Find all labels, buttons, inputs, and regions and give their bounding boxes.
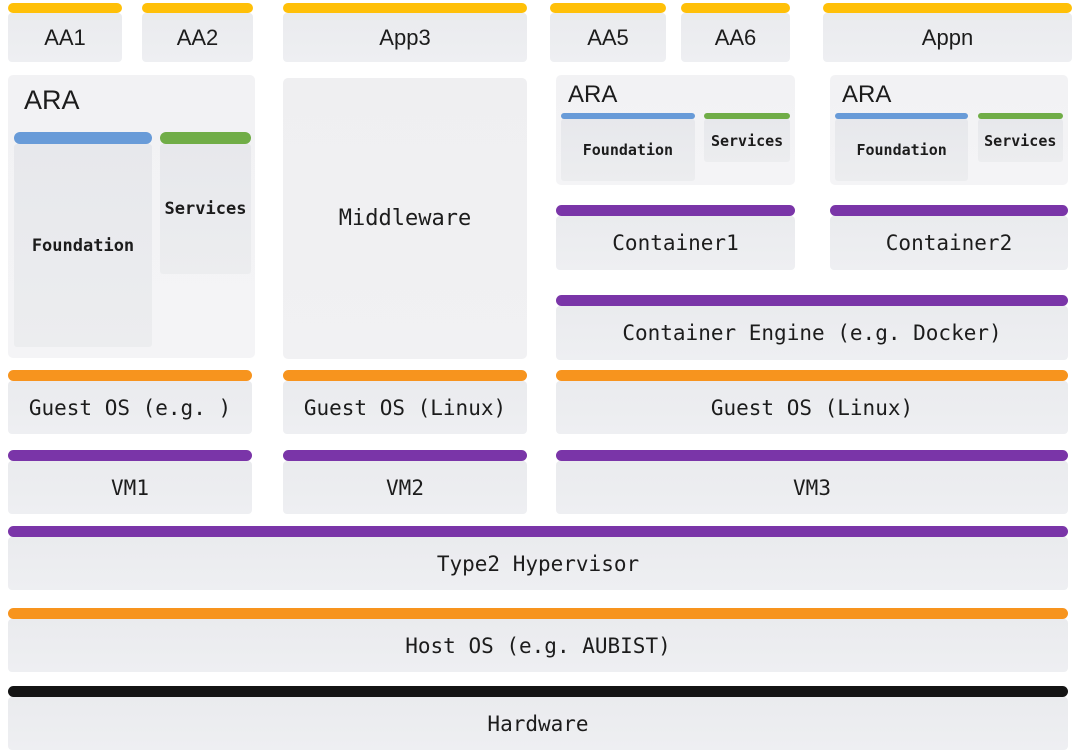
host-os-label: Host OS (e.g. AUBIST) <box>405 633 671 658</box>
app-label: AA6 <box>714 24 757 50</box>
vm-color-bar <box>8 450 252 461</box>
foundation-label: Foundation <box>856 141 947 159</box>
ara-panel-1: ARA Foundation Services <box>556 75 795 185</box>
container1-box: Container1 <box>556 205 795 270</box>
container2-box: Container2 <box>830 205 1068 270</box>
services-label: Services <box>164 199 247 219</box>
ara-title: ARA <box>24 85 80 115</box>
app-label: AA1 <box>44 24 86 50</box>
app-box-aa6: AA6 <box>681 3 790 62</box>
services-box: Services <box>704 119 790 162</box>
container-color-bar <box>556 205 795 216</box>
vm-label: VM3 <box>793 475 831 500</box>
app-color-bar <box>823 3 1072 13</box>
services-box: Services <box>160 144 251 274</box>
container-color-bar <box>830 205 1068 216</box>
services-box: Services <box>977 119 1063 162</box>
guest-os-color-bar <box>283 370 527 381</box>
hardware-box: Hardware <box>8 686 1068 750</box>
services-label: Services <box>710 131 784 150</box>
app-label: AA5 <box>587 24 629 50</box>
hardware-label: Hardware <box>487 711 589 736</box>
app-color-bar <box>8 3 122 13</box>
foundation-label: Foundation <box>582 141 674 159</box>
app-box-aa5: AA5 <box>550 3 666 62</box>
container-engine-color-bar <box>556 295 1068 306</box>
ara-panel-2: ARA Foundation Services <box>830 75 1068 185</box>
vm-label: VM2 <box>386 475 424 500</box>
hypervisor-label: Type2 Hypervisor <box>436 551 640 576</box>
guest-os-label: Guest OS (Linux) <box>303 395 507 420</box>
app-color-bar <box>283 3 527 13</box>
container-label: Container1 <box>612 231 739 255</box>
ara-panel-left: ARA Foundation Services <box>8 75 255 358</box>
guest-os-box-1: Guest OS (e.g. ) <box>8 370 252 434</box>
middleware-label: Middleware <box>338 206 472 231</box>
vm-label: VM1 <box>111 475 149 500</box>
vm-color-bar <box>556 450 1068 461</box>
container-engine-label: Container Engine (e.g. Docker) <box>622 321 1002 345</box>
app-box-app3: App3 <box>283 3 527 62</box>
foundation-box: Foundation <box>835 119 969 181</box>
hypervisor-box: Type2 Hypervisor <box>8 526 1068 590</box>
app-box-aa1: AA1 <box>8 3 122 62</box>
guest-os-box-3: Guest OS (Linux) <box>556 370 1068 434</box>
app-box-appn: Appn <box>823 3 1072 62</box>
ara-title: ARA <box>842 81 892 108</box>
foundation-color-bar <box>835 113 969 119</box>
ara-title: ARA <box>568 81 618 108</box>
hypervisor-color-bar <box>8 526 1068 537</box>
app-color-bar <box>681 3 790 13</box>
services-color-bar <box>704 113 790 119</box>
foundation-box: Foundation <box>14 144 152 347</box>
app-label: App3 <box>379 24 431 50</box>
foundation-color-bar <box>14 132 152 144</box>
guest-os-label: Guest OS (e.g. ) <box>28 395 232 420</box>
app-color-bar <box>550 3 666 13</box>
services-color-bar <box>977 113 1063 119</box>
app-label: AA2 <box>176 24 219 50</box>
guest-os-color-bar <box>556 370 1068 381</box>
guest-os-label: Guest OS (Linux) <box>710 395 914 420</box>
vm-color-bar <box>283 450 527 461</box>
foundation-label: Foundation <box>31 235 135 256</box>
middleware-box: Middleware <box>283 78 527 359</box>
host-os-color-bar <box>8 608 1068 619</box>
guest-os-box-2: Guest OS (Linux) <box>283 370 527 434</box>
host-os-box: Host OS (e.g. AUBIST) <box>8 608 1068 672</box>
hardware-color-bar <box>8 686 1068 697</box>
app-color-bar <box>142 3 253 13</box>
services-color-bar <box>160 132 251 144</box>
vm3-box: VM3 <box>556 450 1068 514</box>
vm2-box: VM2 <box>283 450 527 514</box>
guest-os-color-bar <box>8 370 252 381</box>
container-label: Container2 <box>885 231 1013 255</box>
container-engine-box: Container Engine (e.g. Docker) <box>556 295 1068 360</box>
app-box-aa2: AA2 <box>142 3 253 62</box>
app-label: Appn <box>921 24 974 50</box>
services-label: Services <box>984 131 1057 150</box>
foundation-color-bar <box>561 113 695 119</box>
vm1-box: VM1 <box>8 450 252 514</box>
foundation-box: Foundation <box>561 119 695 181</box>
